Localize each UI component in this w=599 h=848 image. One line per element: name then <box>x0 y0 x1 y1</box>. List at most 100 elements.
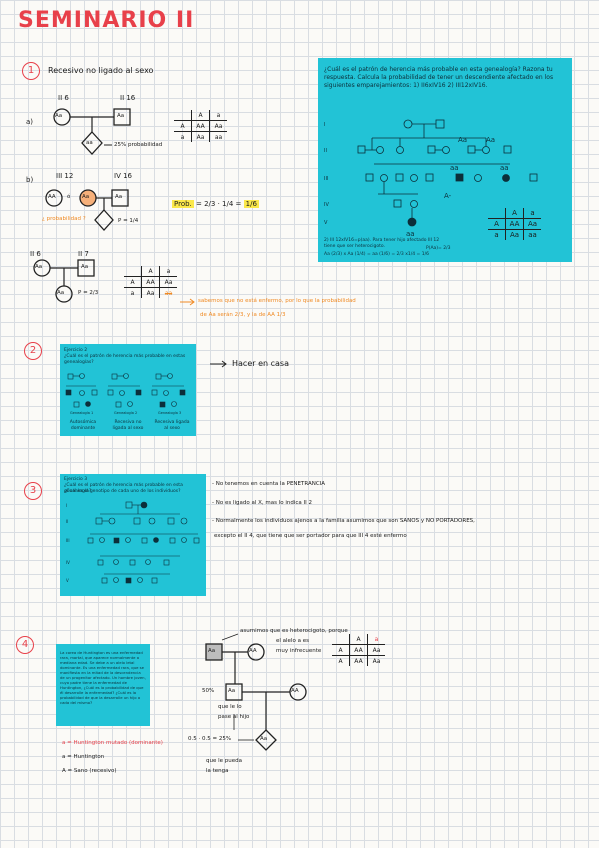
parent2-label-b: IV 16 <box>114 172 132 180</box>
probability-calc: Prob. = 2/3 · 1/4 = 1/6 <box>172 200 259 208</box>
note-top-2: el alelo a es <box>276 638 309 644</box>
problem-text-3a: ¿Cuál es el patrón de herencia más proba… <box>64 483 183 494</box>
grandparent2-genotype: AA <box>249 648 257 654</box>
parent2-label: II 16 <box>120 94 136 102</box>
pedigree-c <box>33 259 95 303</box>
bullet-4: excepto el II 4, que tiene que ser porta… <box>214 533 407 539</box>
parent2-genotype-b: Aa <box>115 194 123 200</box>
probability-question: ¿ probabilidad ? <box>42 216 86 222</box>
candidate2-genotype: Aa <box>82 194 90 200</box>
caption-2: Recesiva no ligada al sexo <box>112 420 144 431</box>
probability-note: 25% probabilidad <box>114 142 163 148</box>
parent1-label-c: II 6 <box>30 250 41 258</box>
pedigree-b <box>45 189 129 231</box>
svg-text:IV: IV <box>324 202 329 208</box>
problem-footer-2: tiene que ser heterocigoto. <box>324 244 385 249</box>
problem-head-3: Ejercicio 3 <box>64 477 88 482</box>
homework-note: Hacer en casa <box>232 359 289 368</box>
svg-text:Aa: Aa <box>458 136 467 144</box>
problem-text-3b: ¿Cuál es el genotipo de cada uno de los … <box>64 489 181 494</box>
parent1-label: II 6 <box>58 94 69 102</box>
section-number-3: 3 <box>24 482 42 500</box>
note-mid-2: pase al hijo <box>218 714 250 720</box>
calc-note: 0.5 · 0.5 = 25% <box>188 736 232 742</box>
svg-text:aa: aa <box>406 230 415 238</box>
pedigree-4 <box>205 633 307 751</box>
svg-text:V: V <box>324 220 328 226</box>
problem-panel-2: Ejercicio 2 ¿Cuál es el patrón de herenc… <box>60 344 196 436</box>
section-number-1: 1 <box>22 62 40 80</box>
caption-3: Recesiva ligada al sexo <box>154 420 190 431</box>
grandparent1-genotype: Aa <box>208 648 216 654</box>
svg-text:aa: aa <box>500 164 509 172</box>
svg-text:II: II <box>66 519 68 524</box>
note-top-1: asumimos que es heterocigoto, porque <box>240 628 348 634</box>
note-line-1: sabemos que no está enfermo, por lo que … <box>198 298 356 304</box>
child-genotype-4: Aa <box>260 736 268 742</box>
note-bot-2: la tenga <box>206 768 229 774</box>
bullet-3: - Normalmente los individuos ajenos a la… <box>212 518 475 524</box>
note-line-2: de Aa serán 2/3, y la de AA 1/3 <box>200 312 286 318</box>
svg-text:V: V <box>66 578 69 583</box>
section-heading: Recesivo no ligado al sexo <box>48 66 154 75</box>
prob-label: Prob. <box>172 200 194 208</box>
problem-footer-4: Aa (2/3) x Aa (1/4) = aa (1/6) = 2/3 x1/… <box>324 252 429 257</box>
note-top-3: muy infrecuente <box>276 648 322 654</box>
child-probability-c: P = 2/3 <box>78 290 99 296</box>
part-b-label: b) <box>26 176 34 184</box>
section-number-4: 4 <box>16 636 34 654</box>
parent2-label-c: II 7 <box>78 250 89 258</box>
parent1-genotype: Aa <box>55 113 63 119</box>
problem-panel-3: Ejercicio 3 ¿Cuál es el patrón de herenc… <box>60 474 206 596</box>
genealogy-diagram-3: I II III IV V <box>66 501 200 584</box>
prob-expression: = 2/3 · 1/4 = <box>196 200 242 208</box>
svg-text:Genealogía 2: Genealogía 2 <box>114 411 137 415</box>
problem-head-2: Ejercicio 2 <box>64 348 88 353</box>
child-genotype-c: Aa <box>57 290 65 296</box>
or-word: ó <box>67 194 71 200</box>
problem-text: ¿Cuál es el patrón de herencia más proba… <box>324 66 554 89</box>
svg-text:III: III <box>324 176 328 182</box>
prob-result: 1/6 <box>243 200 259 208</box>
problem-text-4: La corea de Huntington es una enfermedad… <box>60 650 146 705</box>
page-title: SEMINARIO II <box>18 8 195 33</box>
note-bot-1: que le pueda <box>206 758 242 764</box>
legend-2: a = Huntington <box>62 754 105 760</box>
svg-text:I: I <box>324 122 325 128</box>
genealogy-diagram: I II III IV V Aa Aa aa aa A- aa <box>324 119 538 238</box>
parent2-genotype-c: Aa <box>81 264 89 270</box>
genealogies-diagram: Genealogía 1 Genealogía 2 Genealogía 3 <box>65 373 186 415</box>
child-genotype: aa <box>86 140 93 146</box>
problem-text-2: ¿Cuál es el patrón de herencia más proba… <box>64 354 186 365</box>
legend-1: a = Huntington mutado (dominante) <box>62 740 163 746</box>
parent1-genotype-4: Aa <box>228 688 236 694</box>
percent-note: 50% <box>202 688 215 694</box>
svg-text:Genealogía 3: Genealogía 3 <box>158 411 181 415</box>
part-a-label: a) <box>26 118 34 126</box>
caption-1: Autosómica dominante <box>69 420 97 431</box>
arrow-icon <box>210 360 227 368</box>
legend-3: A = Sano (recesivo) <box>62 768 117 774</box>
svg-text:III: III <box>66 538 70 543</box>
pedigree-a <box>53 108 131 155</box>
parent1-label-b: III 12 <box>56 172 74 180</box>
parent2-genotype: Aa <box>117 113 125 119</box>
bullet-1: - No tenemos en cuenta la PENETRANCIA <box>212 481 326 487</box>
svg-text:II: II <box>324 148 327 154</box>
arrow-icon <box>180 298 195 306</box>
candidate1-genotype: AA <box>48 194 56 200</box>
svg-text:Aa: Aa <box>486 136 495 144</box>
section-number-2: 2 <box>24 342 42 360</box>
svg-text:aa: aa <box>450 164 459 172</box>
bullet-2: - No es ligado al X, mas lo indica II 2 <box>212 500 313 506</box>
svg-text:I: I <box>66 503 67 508</box>
note-mid-1: que le lo <box>218 704 242 710</box>
problem-footer-1: 2) III 12xIV16=p(aa). Para tener hijo af… <box>324 238 440 243</box>
svg-text:IV: IV <box>66 560 70 565</box>
svg-text:Genealogía 1: Genealogía 1 <box>70 411 93 415</box>
problem-panel-4: La corea de Huntington es una enfermedad… <box>56 644 150 726</box>
